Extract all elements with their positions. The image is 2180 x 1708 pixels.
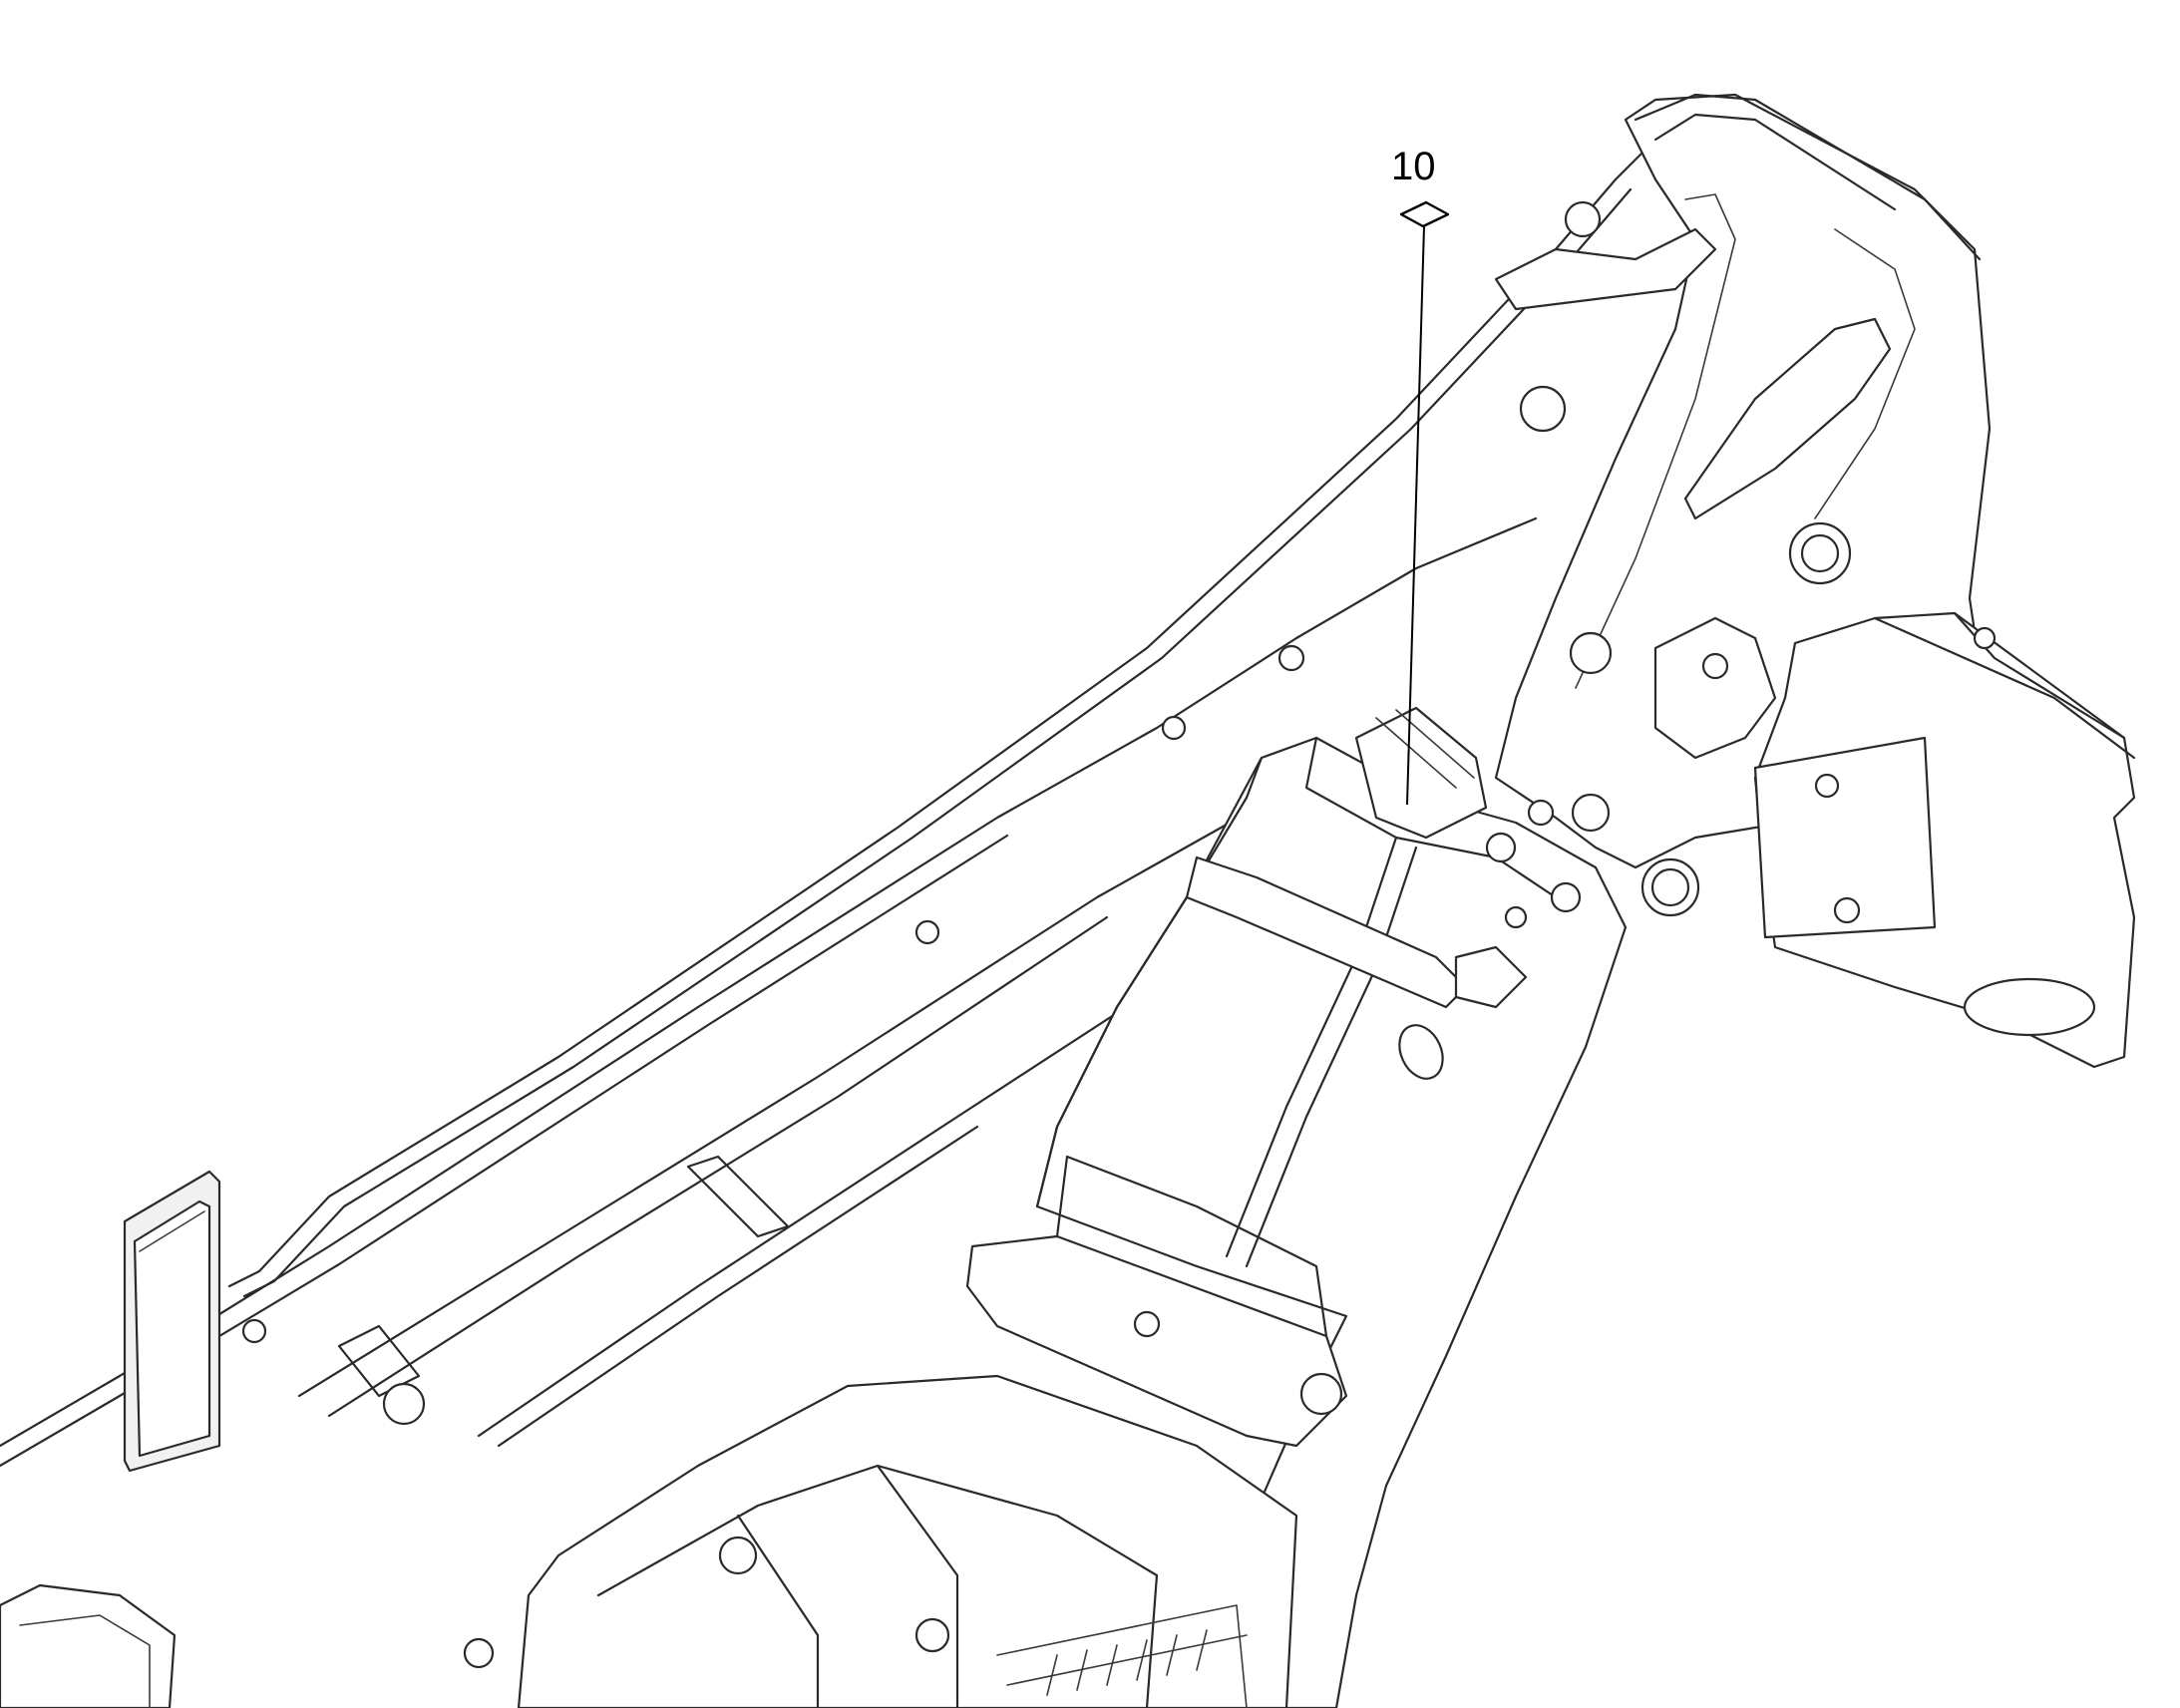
console-assembly xyxy=(965,706,1628,1708)
callout-label: 10 xyxy=(1391,145,1436,188)
base-box xyxy=(0,1374,1298,1708)
side-bracket xyxy=(1653,611,2136,1069)
left-plate xyxy=(123,1170,221,1473)
callout-10: 10 xyxy=(1391,145,1450,806)
leader-line xyxy=(1406,225,1425,806)
fasteners xyxy=(241,200,1997,1669)
diamond-tag-icon xyxy=(1399,200,1450,228)
